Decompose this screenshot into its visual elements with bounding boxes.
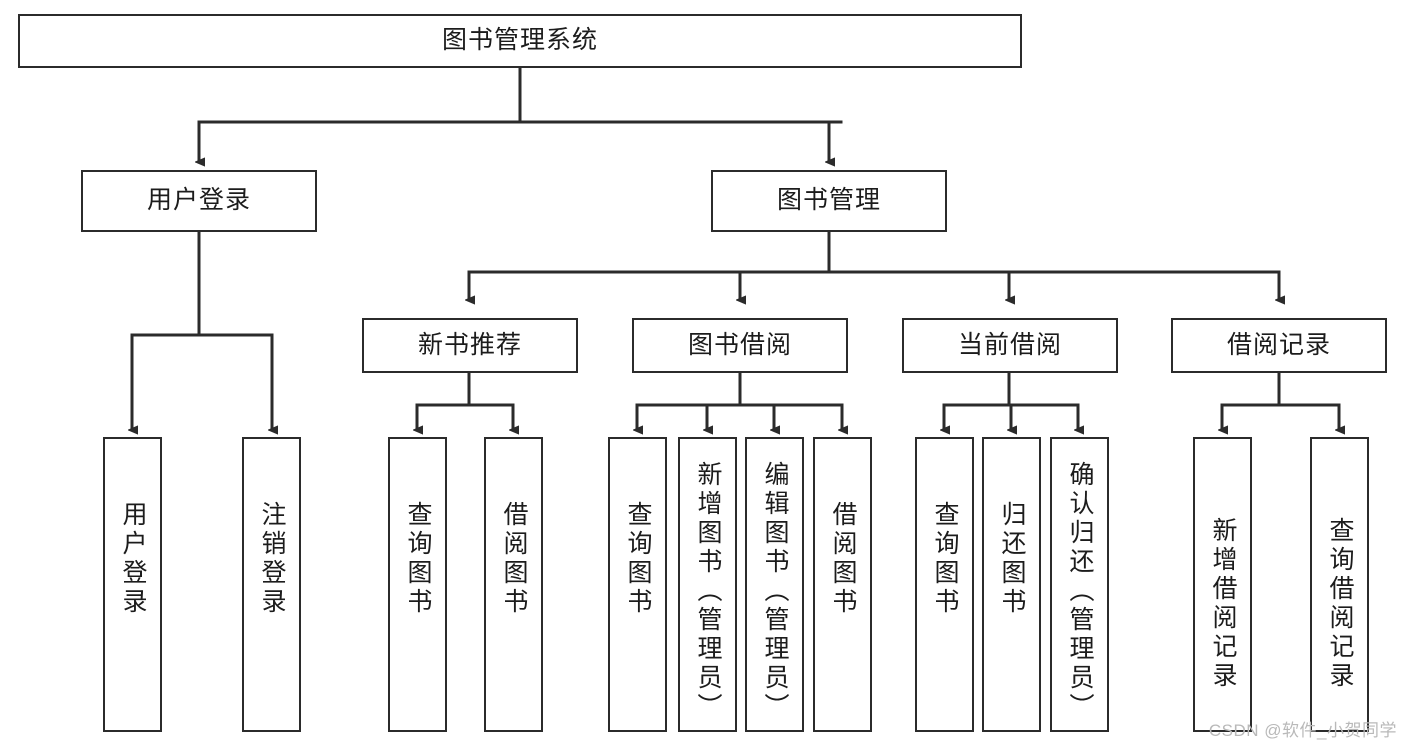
node-new-book-recommend-label: 新书推荐 xyxy=(417,330,522,359)
node-book-borrow-label: 图书借阅 xyxy=(687,330,792,359)
node-leaf-query-book-current[interactable]: 查询图书 xyxy=(915,437,974,732)
node-leaf-query-book-borrow-label: 查询图书 xyxy=(624,501,652,617)
node-leaf-logout[interactable]: 注销登录 xyxy=(242,437,301,732)
node-user-login[interactable]: 用户登录 xyxy=(81,170,317,232)
node-leaf-borrow-book[interactable]: 借阅图书 xyxy=(813,437,872,732)
node-leaf-query-book-new[interactable]: 查询图书 xyxy=(388,437,447,732)
node-leaf-add-book-admin[interactable]: 新增图书（管理员） xyxy=(678,437,737,732)
node-borrow-record-label: 借阅记录 xyxy=(1226,330,1331,359)
node-user-login-label: 用户登录 xyxy=(146,186,251,215)
node-leaf-query-book-new-label: 查询图书 xyxy=(404,501,432,617)
watermark-text: CSDN @软件_小贺同学 xyxy=(1208,721,1397,740)
node-book-borrow[interactable]: 图书借阅 xyxy=(632,318,848,373)
node-leaf-add-book-admin-label: 新增图书（管理员） xyxy=(694,461,722,722)
node-leaf-query-borrow-record-label: 查询借阅记录 xyxy=(1326,517,1354,691)
node-leaf-edit-book-admin[interactable]: 编辑图书（管理员） xyxy=(745,437,804,732)
node-leaf-borrow-book-new-label: 借阅图书 xyxy=(500,501,528,617)
node-leaf-confirm-return-admin-label: 确认归还（管理员） xyxy=(1066,461,1094,722)
node-leaf-logout-label: 注销登录 xyxy=(258,501,286,617)
node-leaf-query-borrow-record[interactable]: 查询借阅记录 xyxy=(1310,437,1369,732)
node-root[interactable]: 图书管理系统 xyxy=(18,14,1022,68)
node-leaf-confirm-return-admin[interactable]: 确认归还（管理员） xyxy=(1050,437,1109,732)
node-leaf-borrow-book-label: 借阅图书 xyxy=(829,501,857,617)
node-new-book-recommend[interactable]: 新书推荐 xyxy=(362,318,578,373)
node-book-management-label: 图书管理 xyxy=(776,186,881,215)
node-leaf-return-book-label: 归还图书 xyxy=(998,501,1026,617)
node-current-borrow-label: 当前借阅 xyxy=(957,330,1062,359)
node-borrow-record[interactable]: 借阅记录 xyxy=(1171,318,1387,373)
node-leaf-edit-book-admin-label: 编辑图书（管理员） xyxy=(761,461,789,722)
node-leaf-return-book[interactable]: 归还图书 xyxy=(982,437,1041,732)
node-current-borrow[interactable]: 当前借阅 xyxy=(902,318,1118,373)
node-leaf-query-book-borrow[interactable]: 查询图书 xyxy=(608,437,667,732)
node-book-management[interactable]: 图书管理 xyxy=(711,170,947,232)
node-leaf-user-login-label: 用户登录 xyxy=(119,501,147,617)
node-leaf-add-borrow-record-label: 新增借阅记录 xyxy=(1209,517,1237,691)
node-leaf-query-book-current-label: 查询图书 xyxy=(931,501,959,617)
node-leaf-add-borrow-record[interactable]: 新增借阅记录 xyxy=(1193,437,1252,732)
node-leaf-user-login[interactable]: 用户登录 xyxy=(103,437,162,732)
node-leaf-borrow-book-new[interactable]: 借阅图书 xyxy=(484,437,543,732)
node-root-label: 图书管理系统 xyxy=(441,26,598,55)
